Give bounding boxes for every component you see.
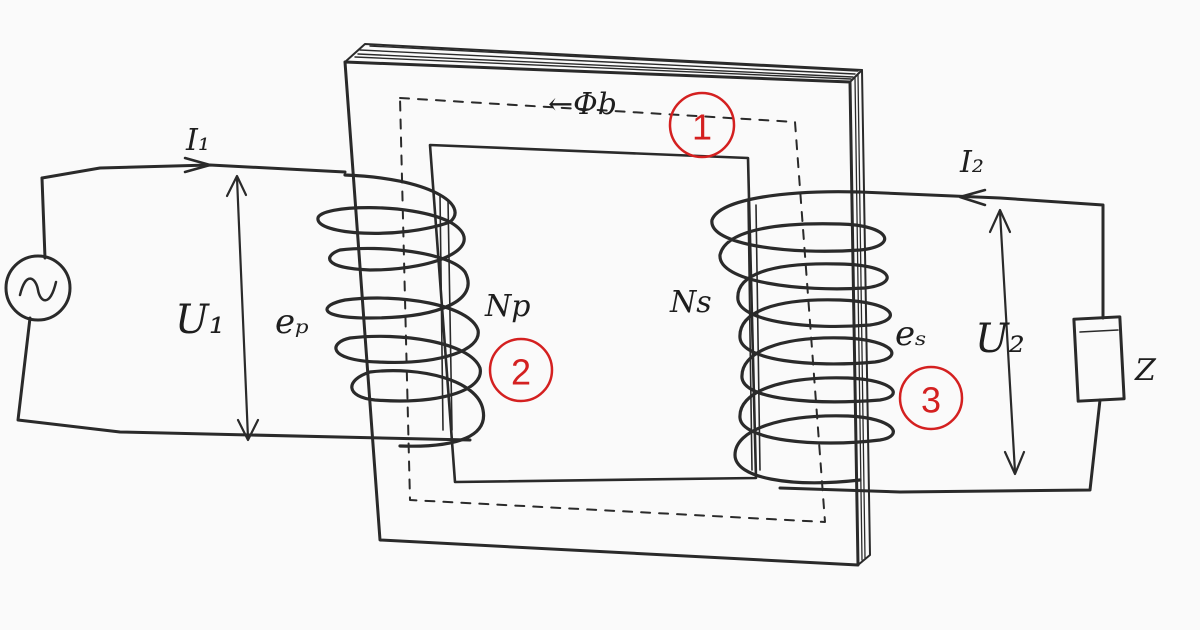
core-top-hatch xyxy=(354,45,859,80)
badge-3: 3 xyxy=(898,365,964,431)
flux-path xyxy=(399,97,826,523)
label-ep: eₚ xyxy=(275,302,309,342)
label-u1: U₁ xyxy=(175,297,225,343)
label-i2: I₂ xyxy=(959,145,984,180)
impedance-box xyxy=(1072,315,1126,403)
badge-1-number: 1 xyxy=(692,107,712,148)
core-inner-window xyxy=(428,143,758,484)
u2-voltage-arrow xyxy=(988,208,1026,476)
label-i1: I₁ xyxy=(185,123,210,158)
secondary-right-wire-bottom xyxy=(778,398,1102,494)
badge-2-number: 2 xyxy=(511,352,531,393)
secondary-top-wire xyxy=(858,190,1105,320)
label-np: Np xyxy=(484,289,530,324)
label-es: eₛ xyxy=(895,314,927,354)
label-z: Z xyxy=(1134,353,1157,388)
primary-coil-windings xyxy=(316,173,486,448)
core-top-face xyxy=(344,43,863,83)
primary-left-wire-bottom xyxy=(16,316,472,442)
impedance-z xyxy=(1072,315,1126,403)
secondary-coil-windings xyxy=(710,190,895,485)
primary-coil xyxy=(316,173,486,448)
i1-arrow xyxy=(183,156,212,174)
ac-source-sine-icon xyxy=(18,277,58,302)
secondary-coil xyxy=(710,190,895,485)
i2-arrow xyxy=(958,188,987,207)
primary-top-wire xyxy=(40,163,347,180)
label-phi-b: ←Φb xyxy=(548,87,617,122)
transformer-core xyxy=(343,43,871,567)
core-right-face xyxy=(857,69,871,566)
secondary-circuit xyxy=(778,188,1105,494)
ac-source xyxy=(4,254,72,322)
badge-2: 2 xyxy=(488,337,554,403)
badge-1: 1 xyxy=(668,91,736,159)
ac-source-circle xyxy=(4,254,72,322)
primary-circuit xyxy=(16,156,472,442)
primary-left-wire-top xyxy=(40,176,47,260)
u1-voltage-arrow xyxy=(225,174,260,442)
label-ns: Ns xyxy=(669,285,712,320)
badge-3-number: 3 xyxy=(921,380,941,421)
label-u2: U₂ xyxy=(975,316,1025,362)
